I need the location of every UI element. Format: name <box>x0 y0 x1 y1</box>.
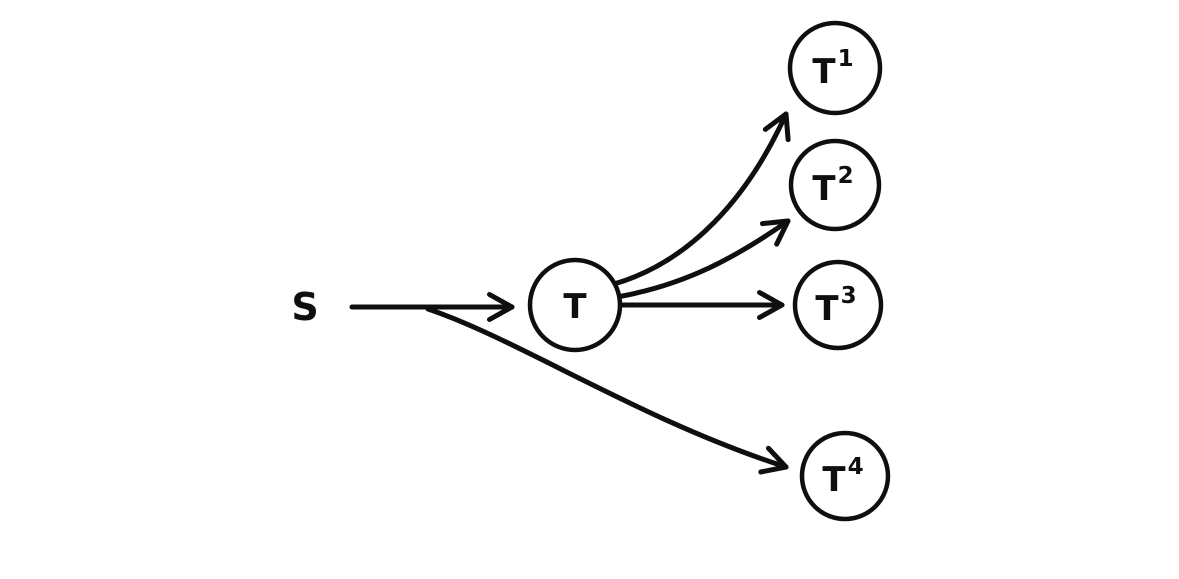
node-t4-circle <box>799 430 891 522</box>
node-t1-label-sup: 1 <box>838 46 854 72</box>
node-t2-label-base: T <box>812 169 836 209</box>
node-t1-label: T1 <box>812 46 853 92</box>
node-t2-circle <box>788 138 882 232</box>
node-t4-label-sup: 4 <box>848 454 864 480</box>
node-t3-label-base: T <box>815 289 839 329</box>
node-t1-label-base: T <box>812 52 836 92</box>
edge-t-to-t1 <box>611 111 791 287</box>
node-t1: T1 <box>787 20 883 116</box>
node-t3-label-sup: 3 <box>841 283 857 309</box>
node-t2-label: T2 <box>812 163 853 209</box>
node-t2: T2 <box>788 138 882 232</box>
node-t-label: T <box>563 287 587 327</box>
source-label: S <box>291 285 318 329</box>
node-t: T <box>527 257 623 353</box>
node-t-circle <box>527 257 623 353</box>
node-t4-label-base: T <box>822 460 846 500</box>
edge-s-to-t4 <box>425 306 789 475</box>
node-t3: T3 <box>792 259 884 351</box>
node-t3-circle <box>792 259 884 351</box>
node-t3-label: T3 <box>815 283 856 329</box>
node-t4-label: T4 <box>822 454 863 500</box>
node-t1-circle <box>787 20 883 116</box>
node-t4: T4 <box>799 430 891 522</box>
edge-t-to-t2 <box>614 218 791 300</box>
node-t2-label-sup: 2 <box>838 163 854 189</box>
